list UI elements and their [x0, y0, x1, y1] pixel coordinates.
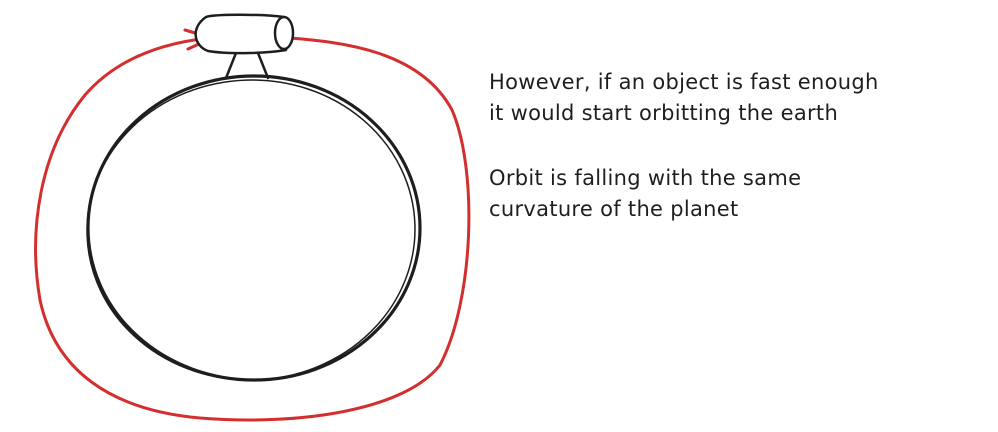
cannon-leg-right: [256, 51, 270, 80]
orbit-path: [34, 36, 471, 422]
cannon-leg-left: [224, 51, 238, 80]
earth-circle-sketch-stroke: [86, 79, 416, 381]
note-orbit-definition: Orbit is falling with the same curvature…: [489, 163, 801, 225]
note-fast-object-line-1: However, if an object is fast enough: [489, 70, 879, 94]
note-fast-object-line-2: it would start orbitting the earth: [489, 101, 839, 125]
cannon-barrel: [194, 13, 288, 55]
note-fast-object: However, if an object is fast enough it …: [489, 67, 879, 129]
note-orbit-definition-line-2: curvature of the planet: [489, 197, 739, 221]
note-orbit-definition-line-1: Orbit is falling with the same: [489, 166, 802, 190]
cannon-muzzle: [273, 15, 295, 51]
